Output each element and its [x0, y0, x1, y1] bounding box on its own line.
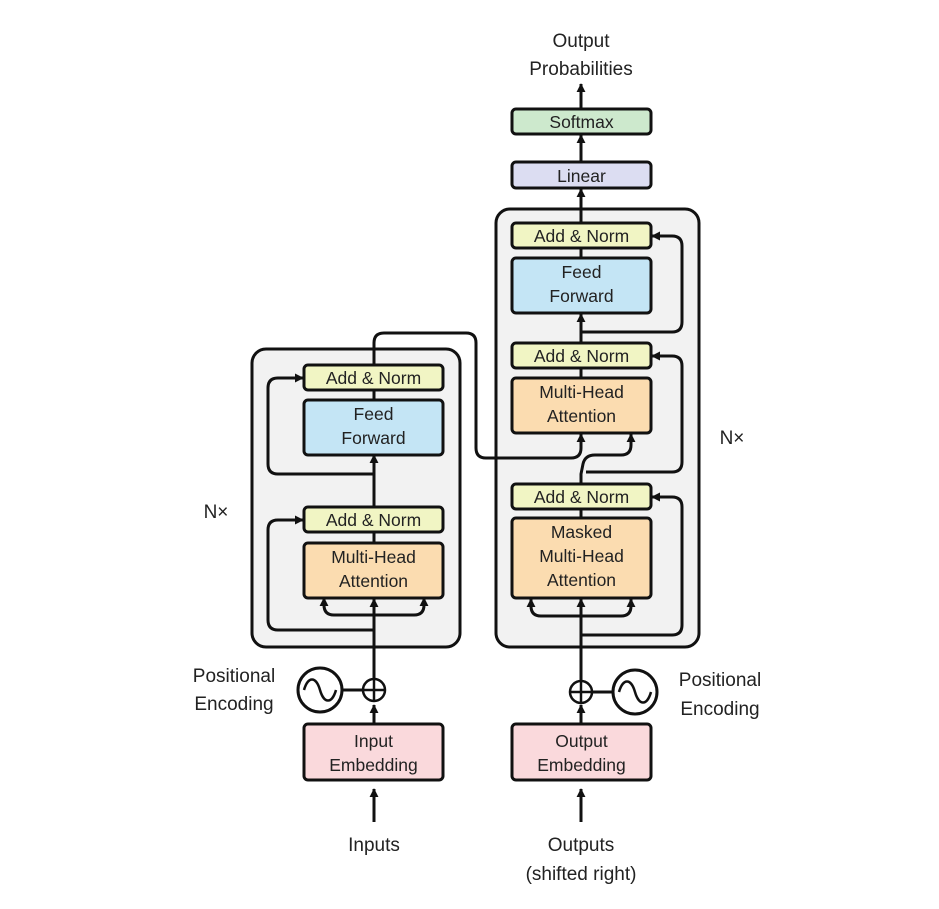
decoder-masked-multi-head-attention: Masked Multi-Head Attention	[510, 516, 653, 600]
encoder-add-norm-top-label: Add & Norm	[326, 368, 421, 388]
encoder-add-norm-bottom: Add & Norm	[302, 505, 445, 534]
decoder-cross-attention-label-1: Multi-Head	[539, 382, 624, 402]
decoder-add-norm-middle: Add & Norm	[510, 341, 653, 370]
decoder-add-norm-top-label: Add & Norm	[534, 226, 629, 246]
decoder-positional-encoding-icon	[611, 668, 659, 716]
decoder-add-norm-bottom-label: Add & Norm	[534, 487, 629, 507]
decoder-feed-forward: Feed Forward	[510, 256, 653, 315]
decoder-output-embedding: Output Embedding	[510, 722, 653, 782]
encoder-input-embedding: Input Embedding	[302, 722, 445, 782]
decoder-masked-attention-label-1: Masked	[551, 522, 612, 542]
encoder-positional-label-2: Encoding	[194, 694, 273, 715]
decoder-masked-attention-label-3: Attention	[547, 570, 616, 590]
encoder-positional-label-1: Positional	[193, 666, 275, 687]
decoder-shifted-right-label: (shifted right)	[526, 864, 637, 885]
linear-label: Linear	[557, 166, 606, 186]
decoder-positional-label-1: Positional	[679, 670, 761, 691]
decoder-positional-label-2: Encoding	[680, 699, 759, 720]
softmax-label: Softmax	[549, 112, 613, 132]
decoder-outputs-label: Outputs	[548, 835, 615, 856]
decoder-embedding-label-2: Embedding	[537, 755, 626, 775]
encoder-stack	[250, 347, 462, 649]
decoder-wires	[526, 83, 684, 822]
encoder-positional-encoding-icon	[296, 666, 344, 714]
decoder-repeat-label: N×	[720, 428, 745, 449]
decoder-feed-forward-label-2: Forward	[549, 286, 613, 306]
linear-layer: Linear	[510, 160, 653, 190]
probabilities-label: Probabilities	[529, 59, 633, 80]
decoder-add-icon	[568, 679, 594, 705]
encoder-embedding-label-1: Input	[354, 731, 393, 751]
decoder-multi-head-attention: Multi-Head Attention	[510, 376, 653, 435]
output-label: Output	[552, 31, 610, 52]
decoder-masked-attention-label-2: Multi-Head	[539, 546, 624, 566]
encoder-embedding-label-2: Embedding	[329, 755, 418, 775]
encoder-add-norm-top: Add & Norm	[302, 363, 445, 392]
decoder-add-norm-bottom: Add & Norm	[510, 482, 653, 511]
encoder-add-norm-bottom-label: Add & Norm	[326, 510, 421, 530]
decoder-embedding-label-1: Output	[555, 731, 608, 751]
encoder-feed-forward-label-2: Forward	[341, 428, 405, 448]
encoder-attention-label-2: Attention	[339, 571, 408, 591]
encoder-inputs-label: Inputs	[348, 835, 400, 856]
decoder-feed-forward-label-1: Feed	[562, 262, 602, 282]
decoder-add-norm-top: Add & Norm	[510, 221, 653, 250]
encoder-feed-forward: Feed Forward	[302, 398, 445, 457]
encoder-repeat-label: N×	[204, 502, 229, 523]
encoder-add-icon	[361, 677, 387, 703]
encoder-feed-forward-label-1: Feed	[354, 404, 394, 424]
encoder-multi-head-attention: Multi-Head Attention	[302, 541, 445, 600]
softmax-layer: Softmax	[510, 107, 653, 136]
decoder-add-norm-middle-label: Add & Norm	[534, 346, 629, 366]
encoder-attention-label-1: Multi-Head	[331, 547, 416, 567]
decoder-cross-attention-label-2: Attention	[547, 406, 616, 426]
